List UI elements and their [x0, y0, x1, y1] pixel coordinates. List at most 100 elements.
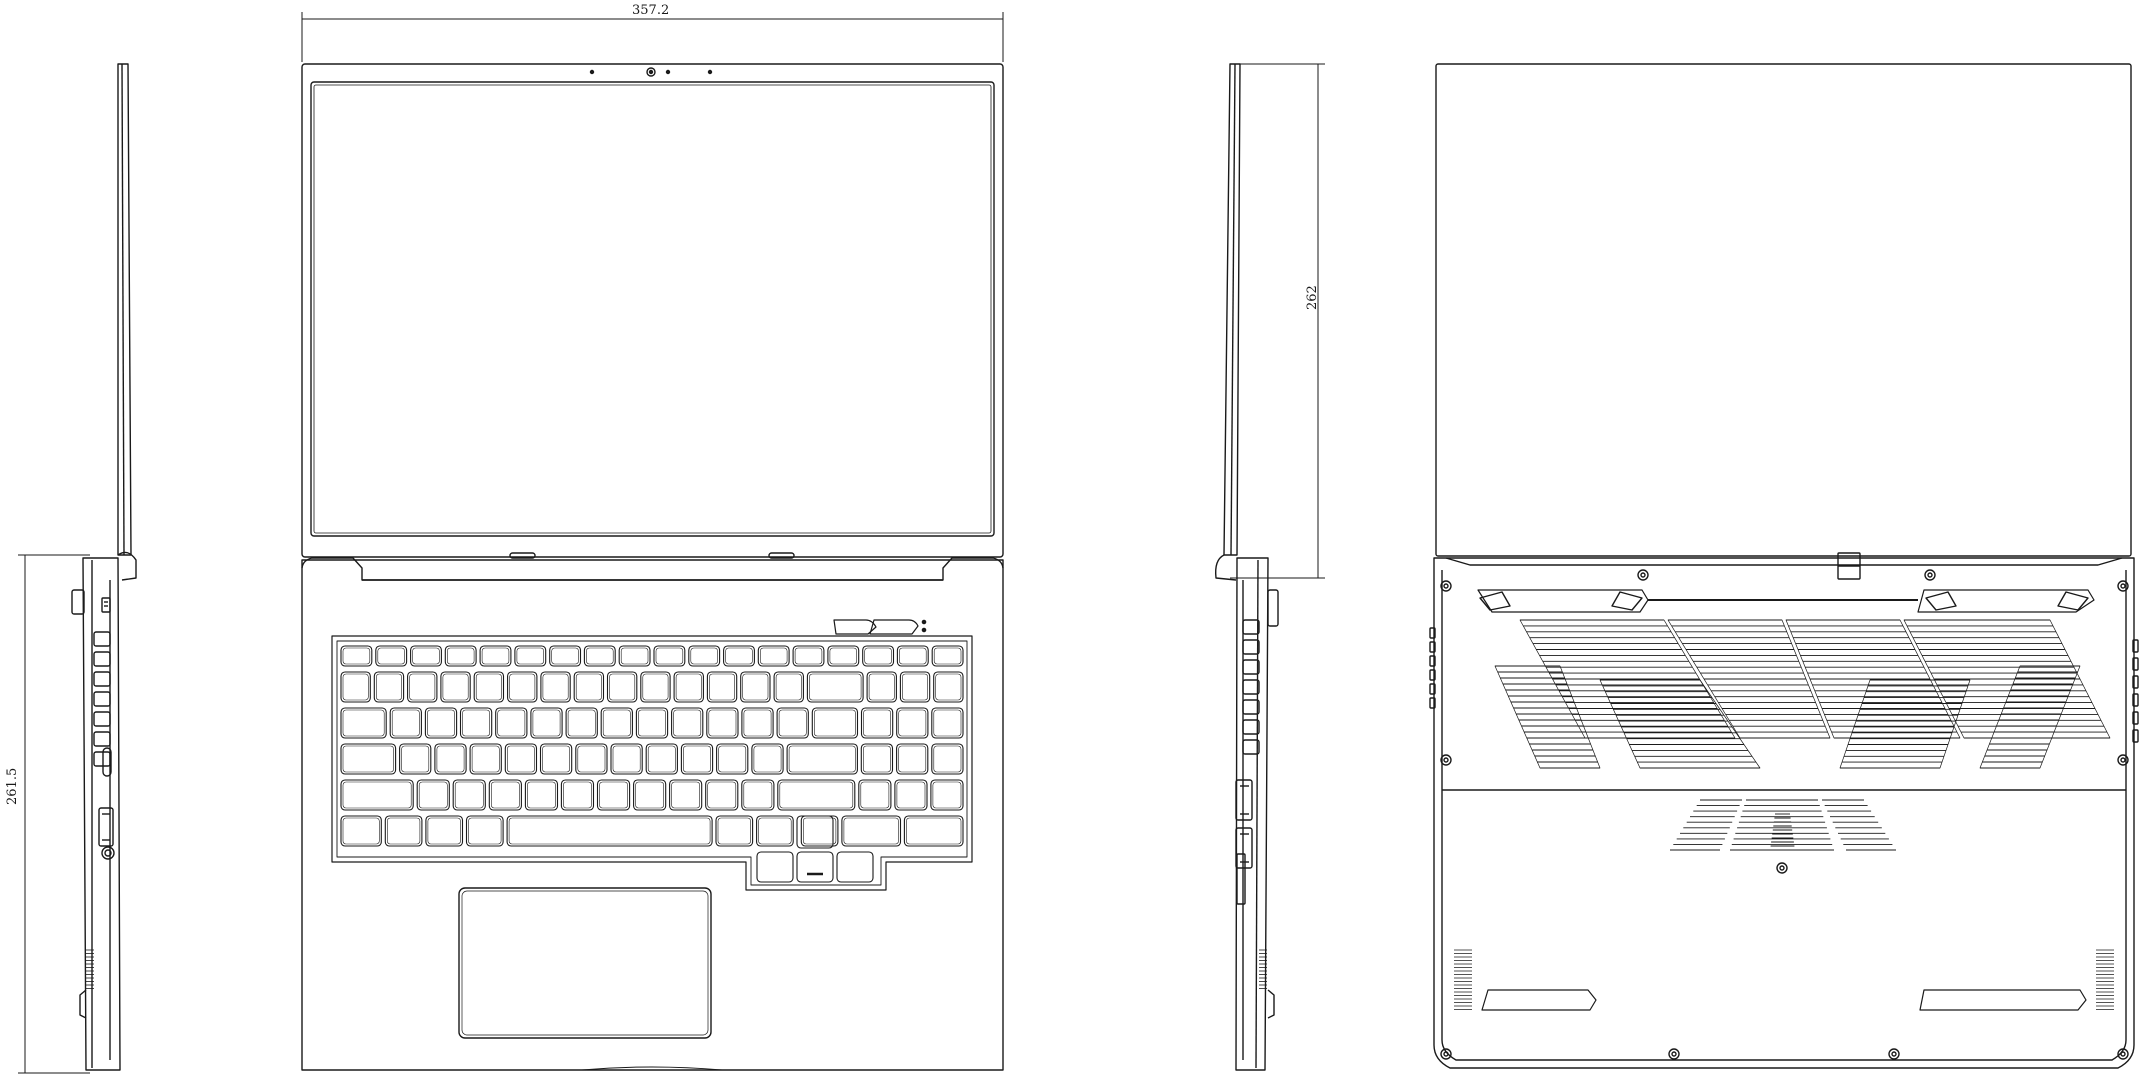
key-inner: [599, 781, 628, 809]
vent-rib: [93, 631, 111, 647]
port-bump: [2132, 675, 2139, 689]
key: [811, 707, 859, 739]
key: [410, 645, 442, 667]
key-inner: [779, 781, 854, 809]
key: [488, 779, 522, 811]
key-inner: [753, 745, 782, 773]
key: [930, 779, 964, 811]
key-inner: [612, 745, 641, 773]
key: [786, 743, 858, 775]
key-inner: [506, 745, 535, 773]
bottom-vents-main: [1494, 619, 2111, 769]
key: [896, 707, 929, 739]
key-inner: [342, 647, 371, 665]
key: [773, 671, 804, 703]
key: [741, 779, 775, 811]
key-inner: [602, 709, 631, 737]
key-inner: [516, 647, 545, 665]
key: [565, 707, 598, 739]
key-inner: [933, 709, 962, 737]
left-side-grille: [86, 949, 94, 989]
key-inner: [718, 745, 747, 773]
key-inner: [638, 709, 666, 737]
key-inner: [758, 817, 792, 845]
key: [514, 645, 547, 667]
key: [800, 815, 839, 847]
screw: [1440, 1048, 1452, 1060]
key-inner: [860, 781, 890, 809]
key: [340, 779, 414, 811]
key: [583, 645, 616, 667]
vent-rib: [1242, 679, 1260, 695]
key: [618, 645, 651, 667]
key: [866, 671, 897, 703]
key: [896, 645, 929, 667]
key-inner: [775, 673, 802, 701]
key-inner: [427, 817, 461, 845]
key-inner: [642, 673, 669, 701]
key-inner: [442, 673, 469, 701]
key: [705, 779, 739, 811]
key-inner: [933, 647, 962, 665]
port-bump: [1429, 655, 1436, 667]
key: [792, 645, 825, 667]
key: [340, 707, 387, 739]
key: [340, 743, 397, 775]
key: [459, 707, 493, 739]
key-inner: [577, 745, 606, 773]
vent-rib: [1242, 639, 1260, 655]
screw-center: [1640, 572, 1646, 578]
key-inner: [418, 781, 448, 809]
key-inner: [427, 709, 455, 737]
key: [540, 671, 571, 703]
vent-rib: [93, 671, 111, 687]
bottom-screws: [1440, 569, 2129, 1060]
key-inner: [778, 709, 807, 737]
key-inner: [481, 647, 510, 665]
key-inner: [462, 709, 491, 737]
key-inner: [446, 647, 475, 665]
screw-center: [2120, 757, 2126, 763]
vent-rib: [93, 751, 111, 767]
key: [340, 815, 382, 847]
key: [465, 815, 504, 847]
key-inner: [567, 709, 596, 737]
key-inner: [896, 781, 926, 809]
key-inner: [527, 781, 556, 809]
key: [506, 815, 713, 847]
arrow-key: [796, 851, 834, 883]
key: [340, 671, 371, 703]
key: [896, 743, 929, 775]
key: [440, 671, 471, 703]
top-view-open: [301, 12, 1004, 1071]
key-inner: [342, 709, 385, 737]
arrow-key: [836, 851, 874, 883]
key-inner: [742, 673, 769, 701]
key-inner: [620, 647, 649, 665]
key-inner: [342, 673, 369, 701]
vent-rib: [1242, 719, 1260, 735]
key: [600, 707, 633, 739]
side-port-bumps: [1429, 627, 2139, 743]
key-inner: [471, 745, 500, 773]
key-inner: [509, 673, 536, 701]
key-inner: [933, 745, 962, 773]
key-inner: [809, 673, 862, 701]
key: [740, 671, 771, 703]
key-inner: [586, 647, 614, 665]
vent-rib: [1242, 619, 1260, 635]
key: [723, 645, 755, 667]
key-inner: [863, 709, 892, 737]
key-inner: [508, 817, 711, 845]
port-bump: [1429, 627, 1436, 639]
arrow-key: [756, 851, 794, 883]
bottom-view-open: [1429, 63, 2139, 1069]
key-inner: [468, 817, 502, 845]
keyboard: [340, 645, 964, 883]
right-side-view: [1214, 63, 1325, 1071]
port-bump: [2132, 711, 2139, 725]
key: [688, 645, 721, 667]
key-inner: [563, 781, 592, 809]
key-inner: [490, 781, 520, 809]
